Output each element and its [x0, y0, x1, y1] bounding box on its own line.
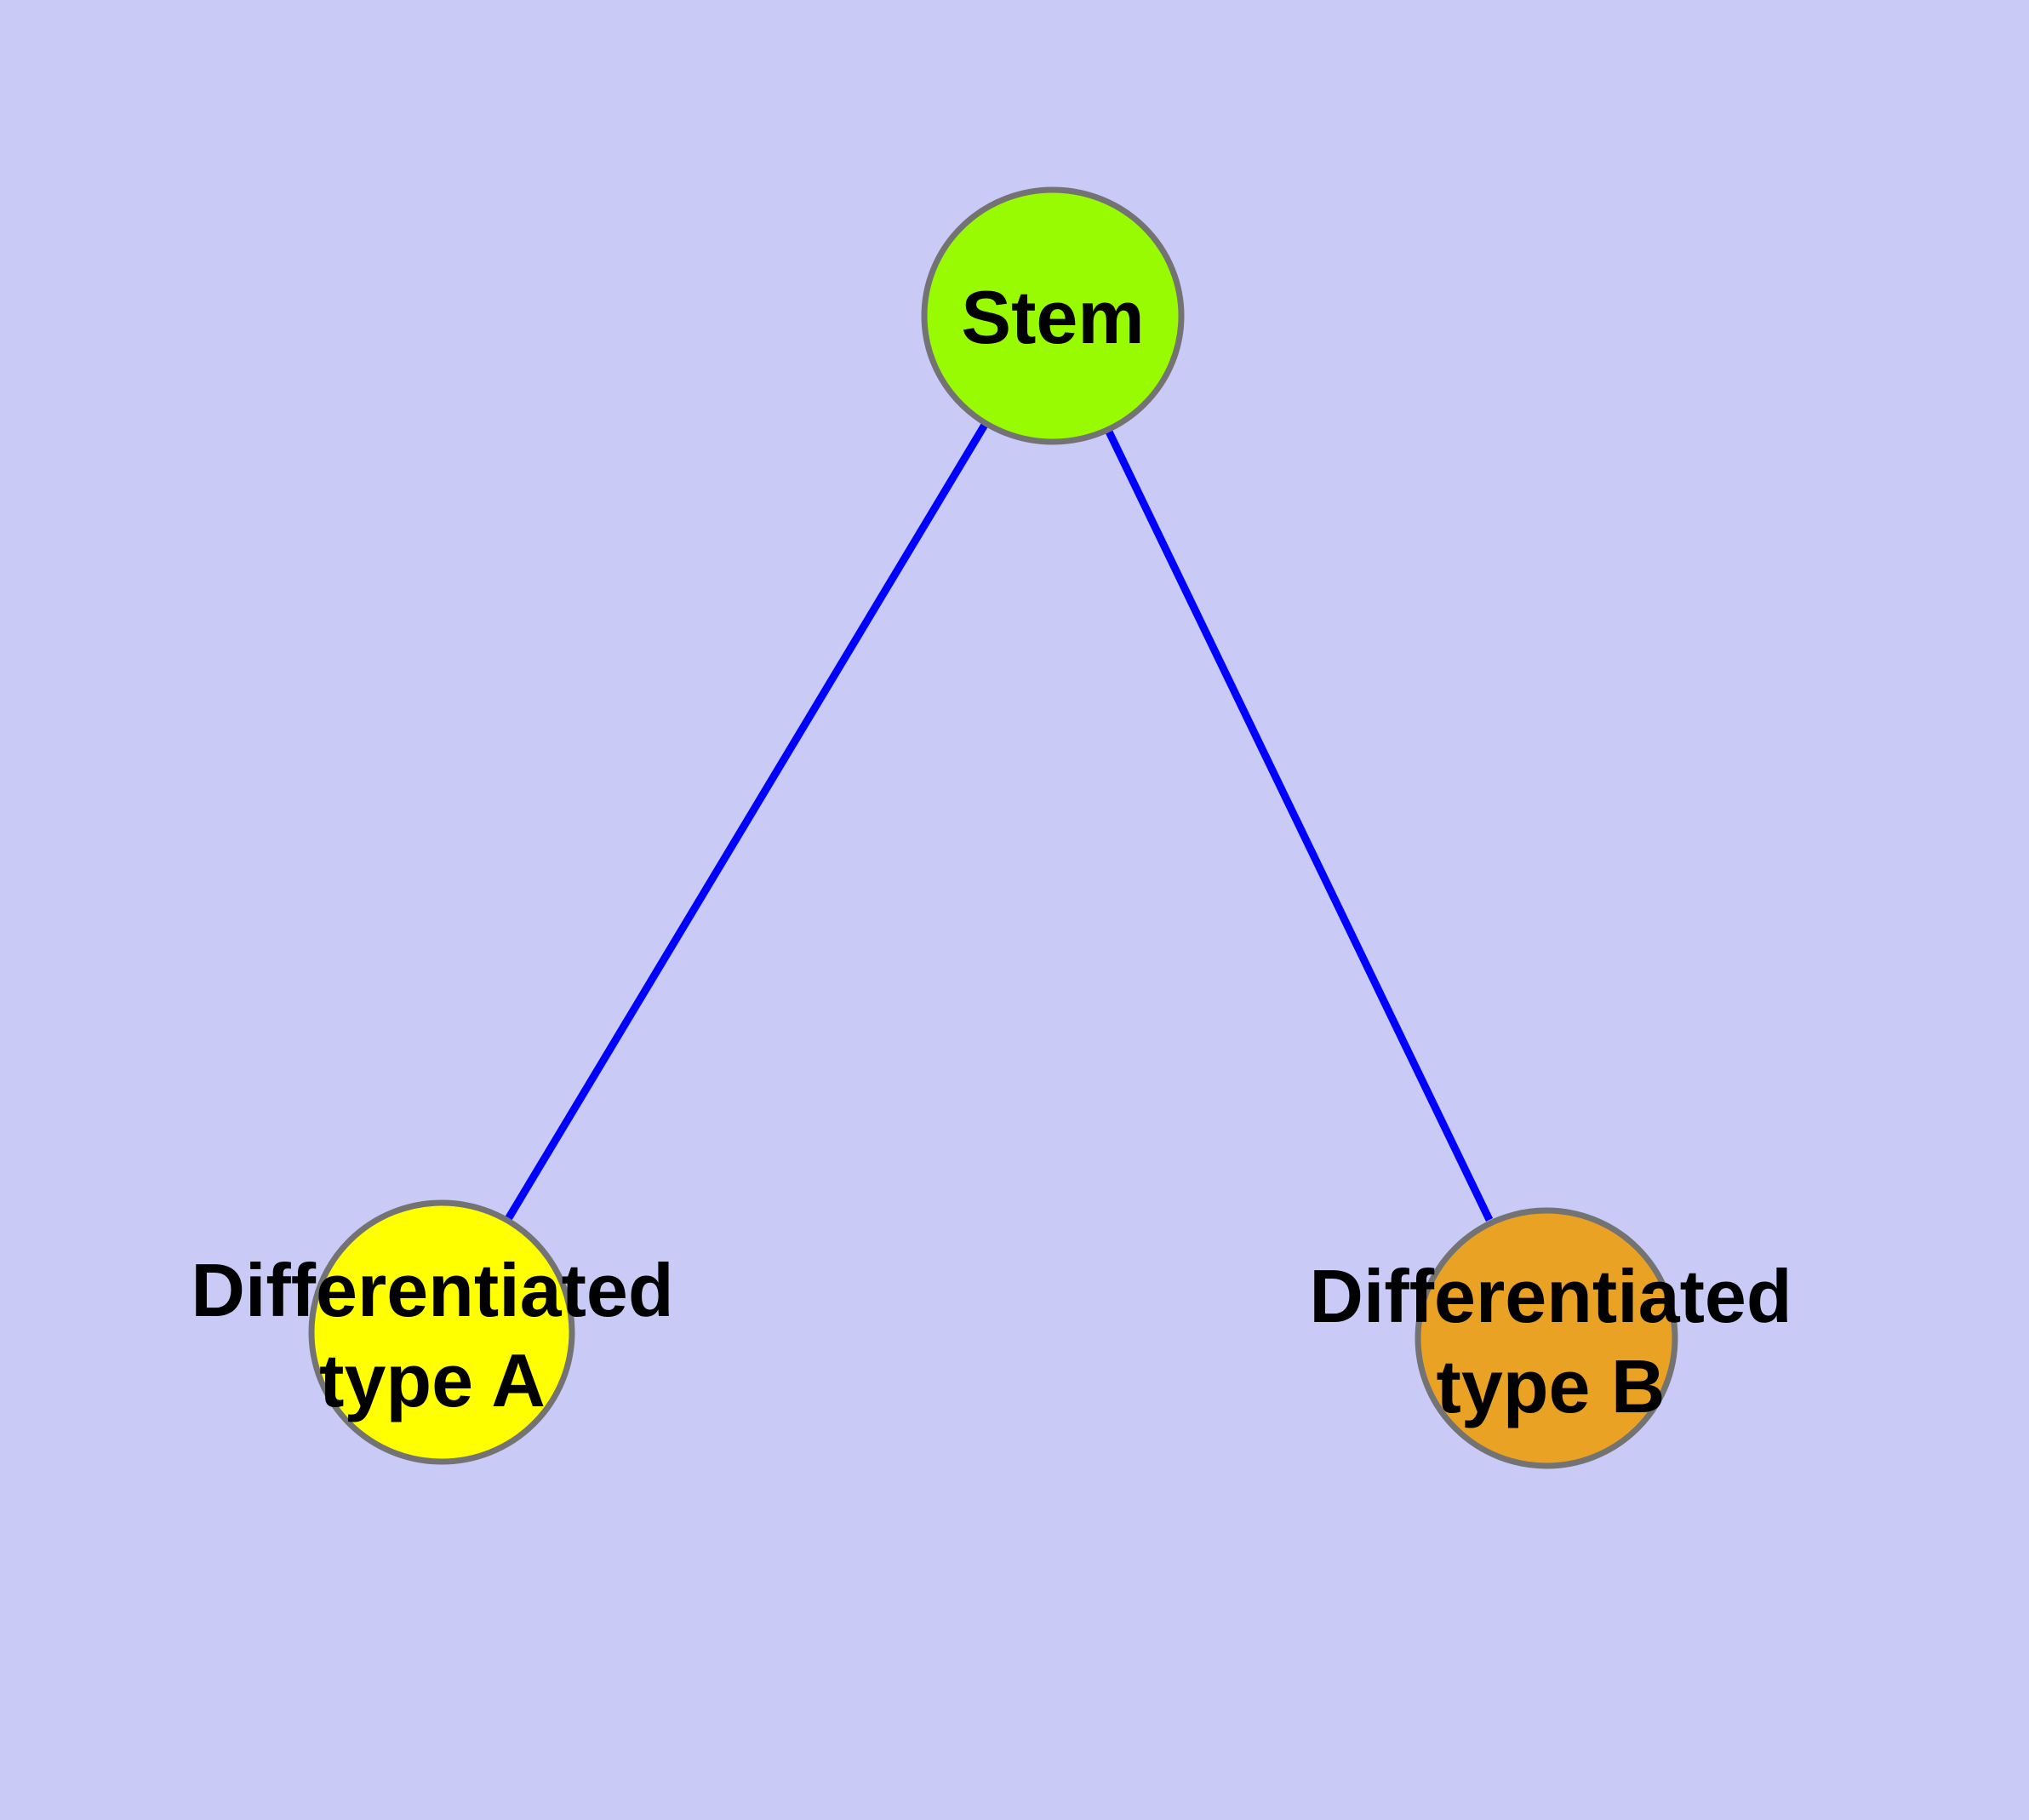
differentiated-type-b-node-circle	[1415, 1207, 1678, 1469]
differentiated-type-a-label-line1: Differentiated	[191, 1248, 673, 1332]
stem-node-circle	[921, 186, 1185, 445]
differentiated-type-b-label-line1: Differentiated	[1309, 1254, 1792, 1338]
edge-stem-to-type-b	[1104, 428, 1494, 1222]
differentiated-type-a-node-circle	[308, 1199, 575, 1465]
differentiated-type-a-label-line2: type A	[319, 1338, 546, 1422]
differentiated-type-b-label-line2: type B	[1437, 1344, 1666, 1428]
stem-node-label: Stem	[961, 275, 1144, 359]
edge-stem-to-type-a	[505, 422, 988, 1222]
